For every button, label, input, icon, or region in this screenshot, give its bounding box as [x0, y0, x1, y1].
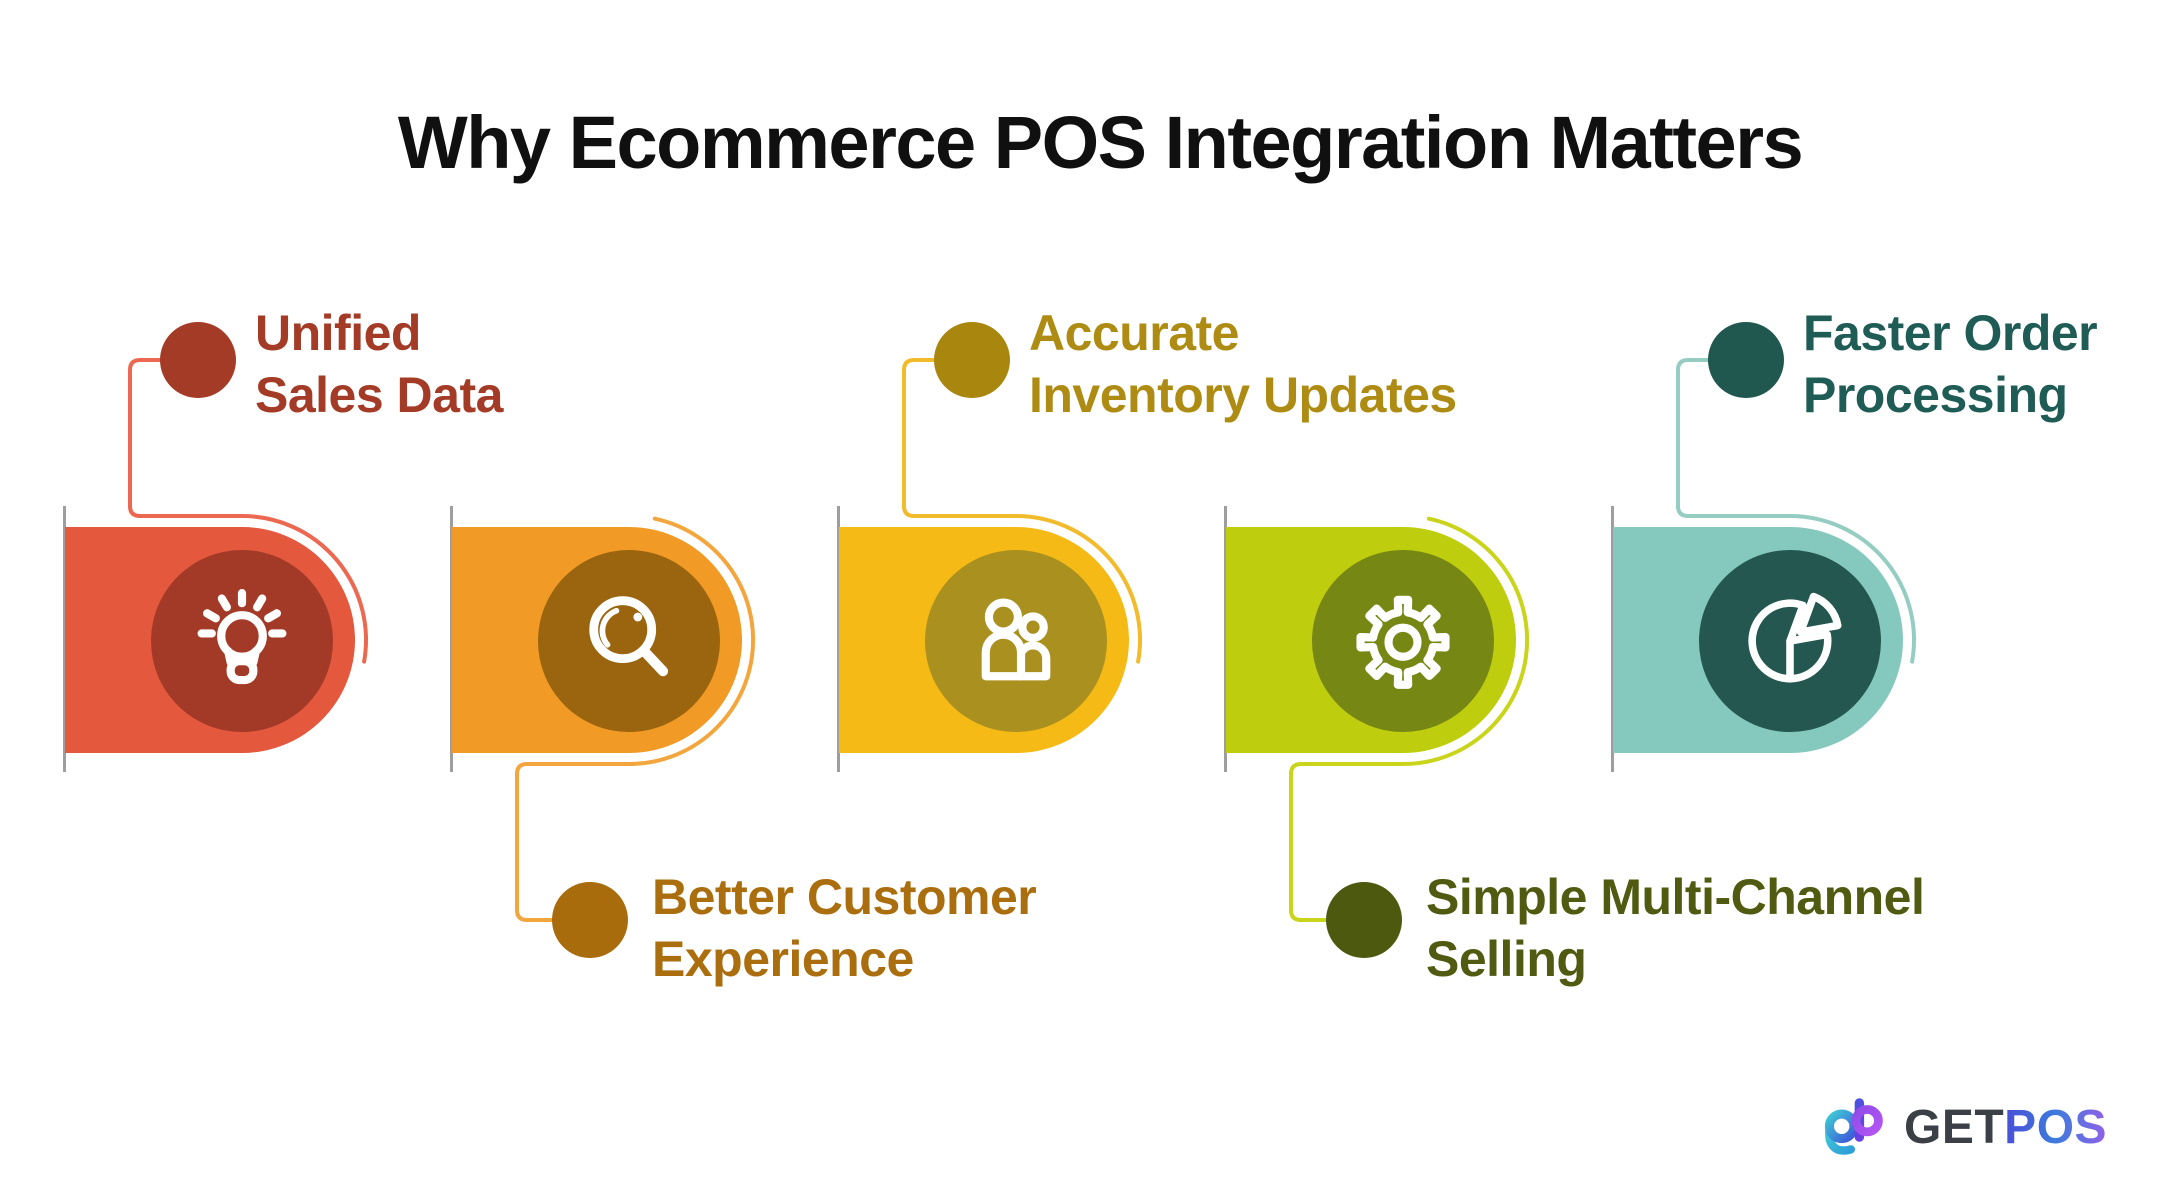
card-simple-multi-channel-selling [1226, 527, 1516, 753]
item-label-line2: Selling [1426, 931, 1587, 987]
item-label-line1: Faster Order [1803, 305, 2098, 361]
card-better-customer-experience [452, 527, 742, 753]
brand-logo: GETPOS [1820, 1092, 2107, 1162]
item-label-line1: Accurate [1029, 305, 1239, 361]
connector-line [902, 358, 1142, 664]
bullet-dot [552, 882, 628, 958]
item-label: Better Customer Experience [652, 866, 1037, 990]
item-label: Accurate Inventory Updates [1029, 302, 1457, 426]
bullet-dot [1708, 322, 1784, 398]
item-label: Unified Sales Data [255, 302, 503, 426]
getpos-wordmark-get: GET [1904, 1100, 2005, 1154]
icon-circle [151, 550, 333, 732]
connector-line [1289, 516, 1530, 922]
icon-circle [925, 550, 1107, 732]
bullet-dot [160, 322, 236, 398]
card-accurate-inventory-updates [839, 527, 1129, 753]
card-edge-line [1611, 506, 1614, 772]
getpos-gp-mark-icon [1824, 1098, 1883, 1155]
connector-line [1676, 358, 1916, 664]
connector-line [515, 516, 756, 922]
card-edge-line [1224, 506, 1227, 772]
item-label: Simple Multi-Channel Selling [1426, 866, 1925, 990]
gear-icon [1356, 595, 1450, 689]
item-label-line2: Sales Data [255, 367, 503, 423]
getpos-wordmark-pos: POS [2004, 1100, 2108, 1154]
card-edge-line [837, 506, 840, 772]
getpos-wordmark: GETPOS [1904, 1100, 2107, 1155]
item-label-line1: Better Customer [652, 869, 1037, 925]
card-unified-sales-data [65, 527, 355, 753]
card-faster-order-processing [1613, 527, 1903, 753]
lightbulb-icon [197, 589, 287, 685]
bullet-dot [1326, 882, 1402, 958]
bullet-dot [934, 322, 1010, 398]
item-label: Faster Order Processing [1803, 302, 2098, 426]
item-label-line2: Inventory Updates [1029, 367, 1457, 423]
item-label-line1: Simple Multi-Channel [1426, 869, 1925, 925]
card-edge-line [450, 506, 453, 772]
magnifier-icon [589, 596, 669, 677]
item-label-line1: Unified [255, 305, 421, 361]
pie-chart-icon [1748, 592, 1842, 683]
icon-circle [1699, 550, 1881, 732]
page-title: Why Ecommerce POS Integration Matters [397, 101, 1804, 184]
card-edge-line [63, 506, 66, 772]
connector-line [128, 358, 368, 664]
icon-circle [538, 550, 720, 732]
item-label-line2: Experience [652, 931, 914, 987]
people-icon [981, 598, 1051, 681]
icon-circle [1312, 550, 1494, 732]
item-label-line2: Processing [1803, 367, 2068, 423]
